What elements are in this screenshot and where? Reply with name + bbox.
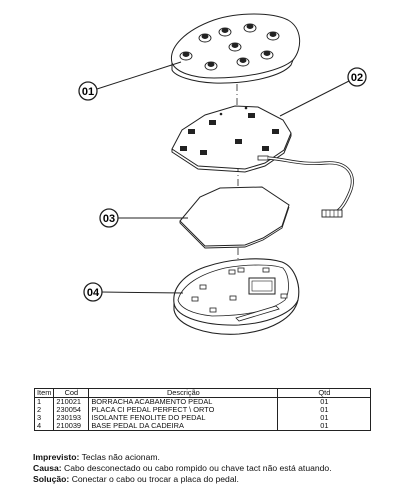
header-qtd: Qtd	[277, 388, 372, 398]
row-item: 2	[33, 406, 55, 414]
row-item: 3	[33, 414, 55, 422]
solucao-line: Solução: Conectar o cabo ou trocar a pla…	[33, 474, 332, 485]
imprevisto-line: Imprevisto: Teclas não acionam.	[33, 452, 332, 463]
callout-02-label: 02	[351, 72, 363, 84]
causa-line: Causa: Cabo desconectado ou cabo rompido…	[33, 463, 332, 474]
exploded-view-diagram: 01 02 03 04	[78, 13, 367, 335]
pedal-base-part	[173, 258, 300, 335]
row-qtd: 01	[277, 406, 372, 414]
header-item: Item	[33, 388, 55, 398]
table-row: 3 230193 ISOLANTE FENOLITE DO PEDAL 01	[33, 414, 372, 422]
row-descricao: BASE PEDAL DA CADEIRA	[88, 422, 279, 431]
row-cod: 210039	[53, 422, 90, 431]
solucao-label: Solução:	[33, 474, 70, 484]
callout-03: 03	[99, 208, 119, 228]
imprevisto-label: Imprevisto:	[33, 452, 80, 462]
imprevisto-text: Teclas não acionam.	[81, 452, 160, 462]
pcb-board-part	[171, 105, 354, 218]
row-qtd: 01	[277, 414, 372, 422]
solucao-text: Conectar o cabo ou trocar a placa do ped…	[71, 474, 239, 484]
table-row: 2 230054 PLACA CI PEDAL PERFECT \ ORTO 0…	[33, 406, 372, 414]
callout-01-label: 01	[82, 86, 94, 98]
row-item: 1	[33, 397, 55, 406]
causa-label: Causa:	[33, 463, 62, 473]
insulator-sheet-part	[179, 186, 290, 249]
callout-04: 04	[83, 282, 103, 302]
table-row: 1 210021 BORRACHA ACABAMENTO PEDAL 01	[33, 397, 372, 406]
callout-03-label: 03	[103, 213, 115, 225]
parts-table-header: Item Cod Descrição Qtd	[33, 388, 372, 398]
row-qtd: 01	[277, 397, 372, 406]
table-row: 4 210039 BASE PEDAL DA CADEIRA 01	[33, 422, 372, 431]
callout-01: 01	[78, 81, 98, 101]
rubber-cover-part	[170, 13, 301, 84]
causa-text: Cabo desconectado ou cabo rompido ou cha…	[64, 463, 332, 473]
row-item: 4	[33, 422, 55, 431]
callout-04-label: 04	[87, 287, 100, 299]
row-qtd: 01	[277, 422, 372, 431]
parts-table: Item Cod Descrição Qtd 1 210021 BORRACHA…	[33, 388, 372, 431]
troubleshooting-notes: Imprevisto: Teclas não acionam. Causa: C…	[33, 452, 332, 485]
callout-02: 02	[347, 67, 367, 87]
